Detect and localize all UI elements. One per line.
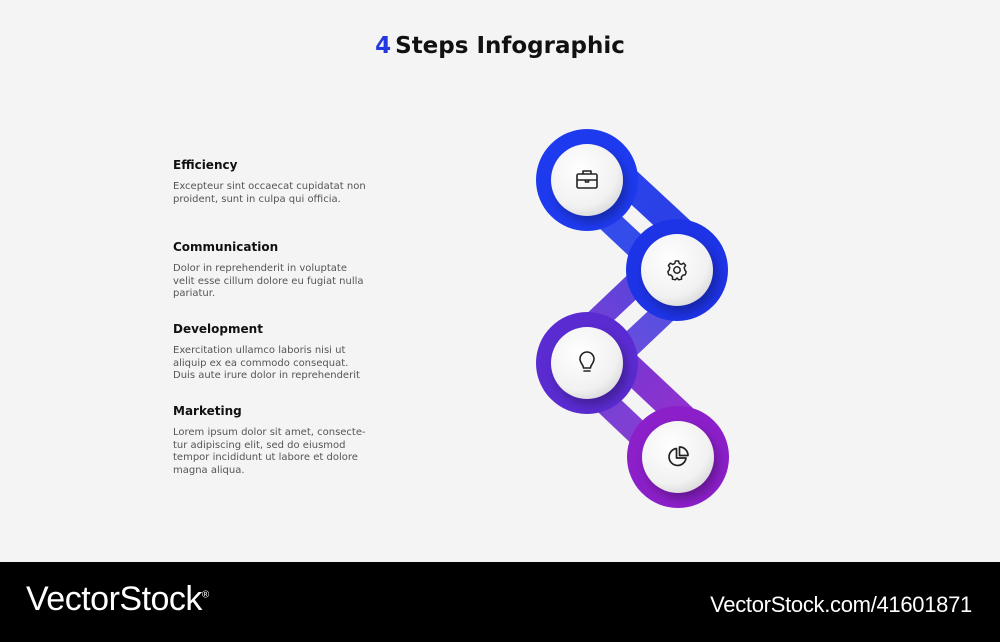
briefcase-icon: [576, 170, 598, 189]
step-3: Development Exercitation ullamco laboris…: [173, 322, 383, 383]
pie-chart-icon: [668, 446, 689, 467]
step-title: Communication: [173, 240, 279, 254]
step-node-2: [626, 219, 728, 321]
brand-logo: VectorStock®: [26, 580, 209, 619]
step-2: Communication Dolor in reprehenderit in …: [173, 240, 383, 301]
step-text: Lorem ipsum dolor sit amet, consecte- tu…: [173, 427, 366, 476]
step-text: Dolor in reprehenderit in voluptate veli…: [173, 263, 364, 299]
step-node-3: [536, 312, 638, 414]
footer-bar: VectorStock® VectorStock.com/41601871: [0, 562, 1000, 642]
title-number: 4: [375, 33, 392, 59]
step-title: Development: [173, 322, 263, 336]
diagram-svg: [536, 129, 729, 508]
step-text: Exercitation ullamco laboris nisi ut ali…: [173, 345, 360, 381]
step-title: Efficiency: [173, 158, 238, 172]
lightbulb-icon: [579, 351, 595, 372]
steps-diagram: [500, 110, 770, 540]
image-id: VectorStock.com/41601871: [710, 592, 972, 617]
step-text: Excepteur sint occaecat cupidatat non pr…: [173, 181, 366, 205]
brand-name: VectorStock: [26, 580, 202, 618]
step-1: Efficiency Excepteur sint occaecat cupid…: [173, 158, 383, 206]
brand-mark: ®: [201, 589, 209, 601]
title-text: Steps Infographic: [395, 33, 625, 59]
step-node-1: [536, 129, 638, 231]
step-title: Marketing: [173, 404, 242, 418]
step-node-4: [627, 406, 729, 508]
step-4: Marketing Lorem ipsum dolor sit amet, co…: [173, 404, 383, 477]
gear-icon: [667, 260, 687, 281]
